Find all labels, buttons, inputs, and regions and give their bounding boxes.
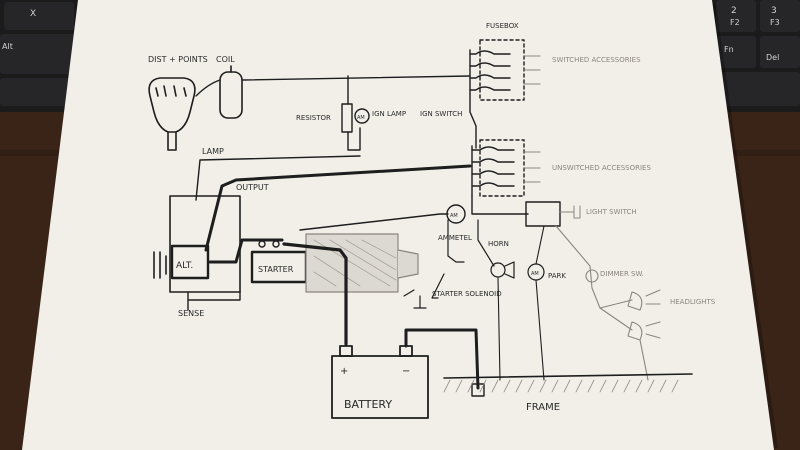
key-2-label: 2 xyxy=(731,6,737,16)
ammeter-symbol: AM xyxy=(450,213,458,219)
switched-accessories-label: SWITCHED ACCESSORIES xyxy=(552,56,641,64)
unswitched-accessories-label: UNSWITCHED ACCESSORIES xyxy=(552,164,651,172)
coil-label: COIL xyxy=(216,55,235,64)
battery-minus-label: − xyxy=(402,366,410,377)
fusebox-label: FUSEBOX xyxy=(486,22,519,30)
starter-label: STARTER xyxy=(258,265,294,274)
park-lamp-symbol: AM xyxy=(531,271,539,277)
alt-label: ALT. xyxy=(176,261,193,271)
ign-lamp-label: IGN LAMP xyxy=(372,110,406,118)
key-fn-label: Fn xyxy=(724,45,734,54)
dimmer-switch-label: DIMMER SW. xyxy=(600,270,644,278)
wiring-diagram: DIST + POINTS COIL AM RESISTOR IGN LAMP … xyxy=(148,22,716,419)
resistor-label: RESISTOR xyxy=(296,114,331,122)
frame-label: FRAME xyxy=(526,402,560,413)
starter-motor xyxy=(250,233,419,293)
starter-solenoid-label: STARTER SOLENOID xyxy=(432,290,502,298)
headlights-label: HEADLIGHTS xyxy=(670,298,716,306)
key-alt xyxy=(0,34,76,74)
ign-lamp-symbol: AM xyxy=(357,115,365,121)
ign-switch-label: IGN SWITCH xyxy=(420,110,462,118)
key-alt-label: Alt xyxy=(2,42,13,51)
sense-label: SENSE xyxy=(178,309,204,318)
key-x xyxy=(4,2,74,30)
key-2 xyxy=(716,0,756,32)
distributor xyxy=(148,77,196,151)
lamp-label: LAMP xyxy=(202,147,224,156)
keyboard-right: 2 F2 3 F3 Fn Del F xyxy=(712,0,800,112)
ammeter-label: AMMETEL xyxy=(438,234,472,242)
key-f3-label: F3 xyxy=(770,18,780,27)
key-del xyxy=(760,36,800,68)
key-f2-label: F2 xyxy=(730,18,740,27)
key-x-label: X xyxy=(30,9,36,19)
chassis-frame xyxy=(443,373,693,393)
battery-plus-label: + xyxy=(340,366,348,377)
output-label: OUTPUT xyxy=(236,183,269,192)
park-label: PARK xyxy=(548,272,566,280)
light-switch-label: LIGHT SWITCH xyxy=(586,208,637,216)
paper-sheet xyxy=(22,0,774,450)
key-3 xyxy=(760,0,800,32)
dist-points-label: DIST + POINTS xyxy=(148,55,208,64)
ignition-coil xyxy=(219,65,243,119)
horn-label: HORN xyxy=(488,240,509,248)
battery-label: BATTERY xyxy=(344,398,392,411)
light-switch-box xyxy=(525,201,561,227)
key-del-label: Del xyxy=(766,53,779,62)
key-fn xyxy=(716,36,756,68)
key-3-label: 3 xyxy=(771,6,777,16)
